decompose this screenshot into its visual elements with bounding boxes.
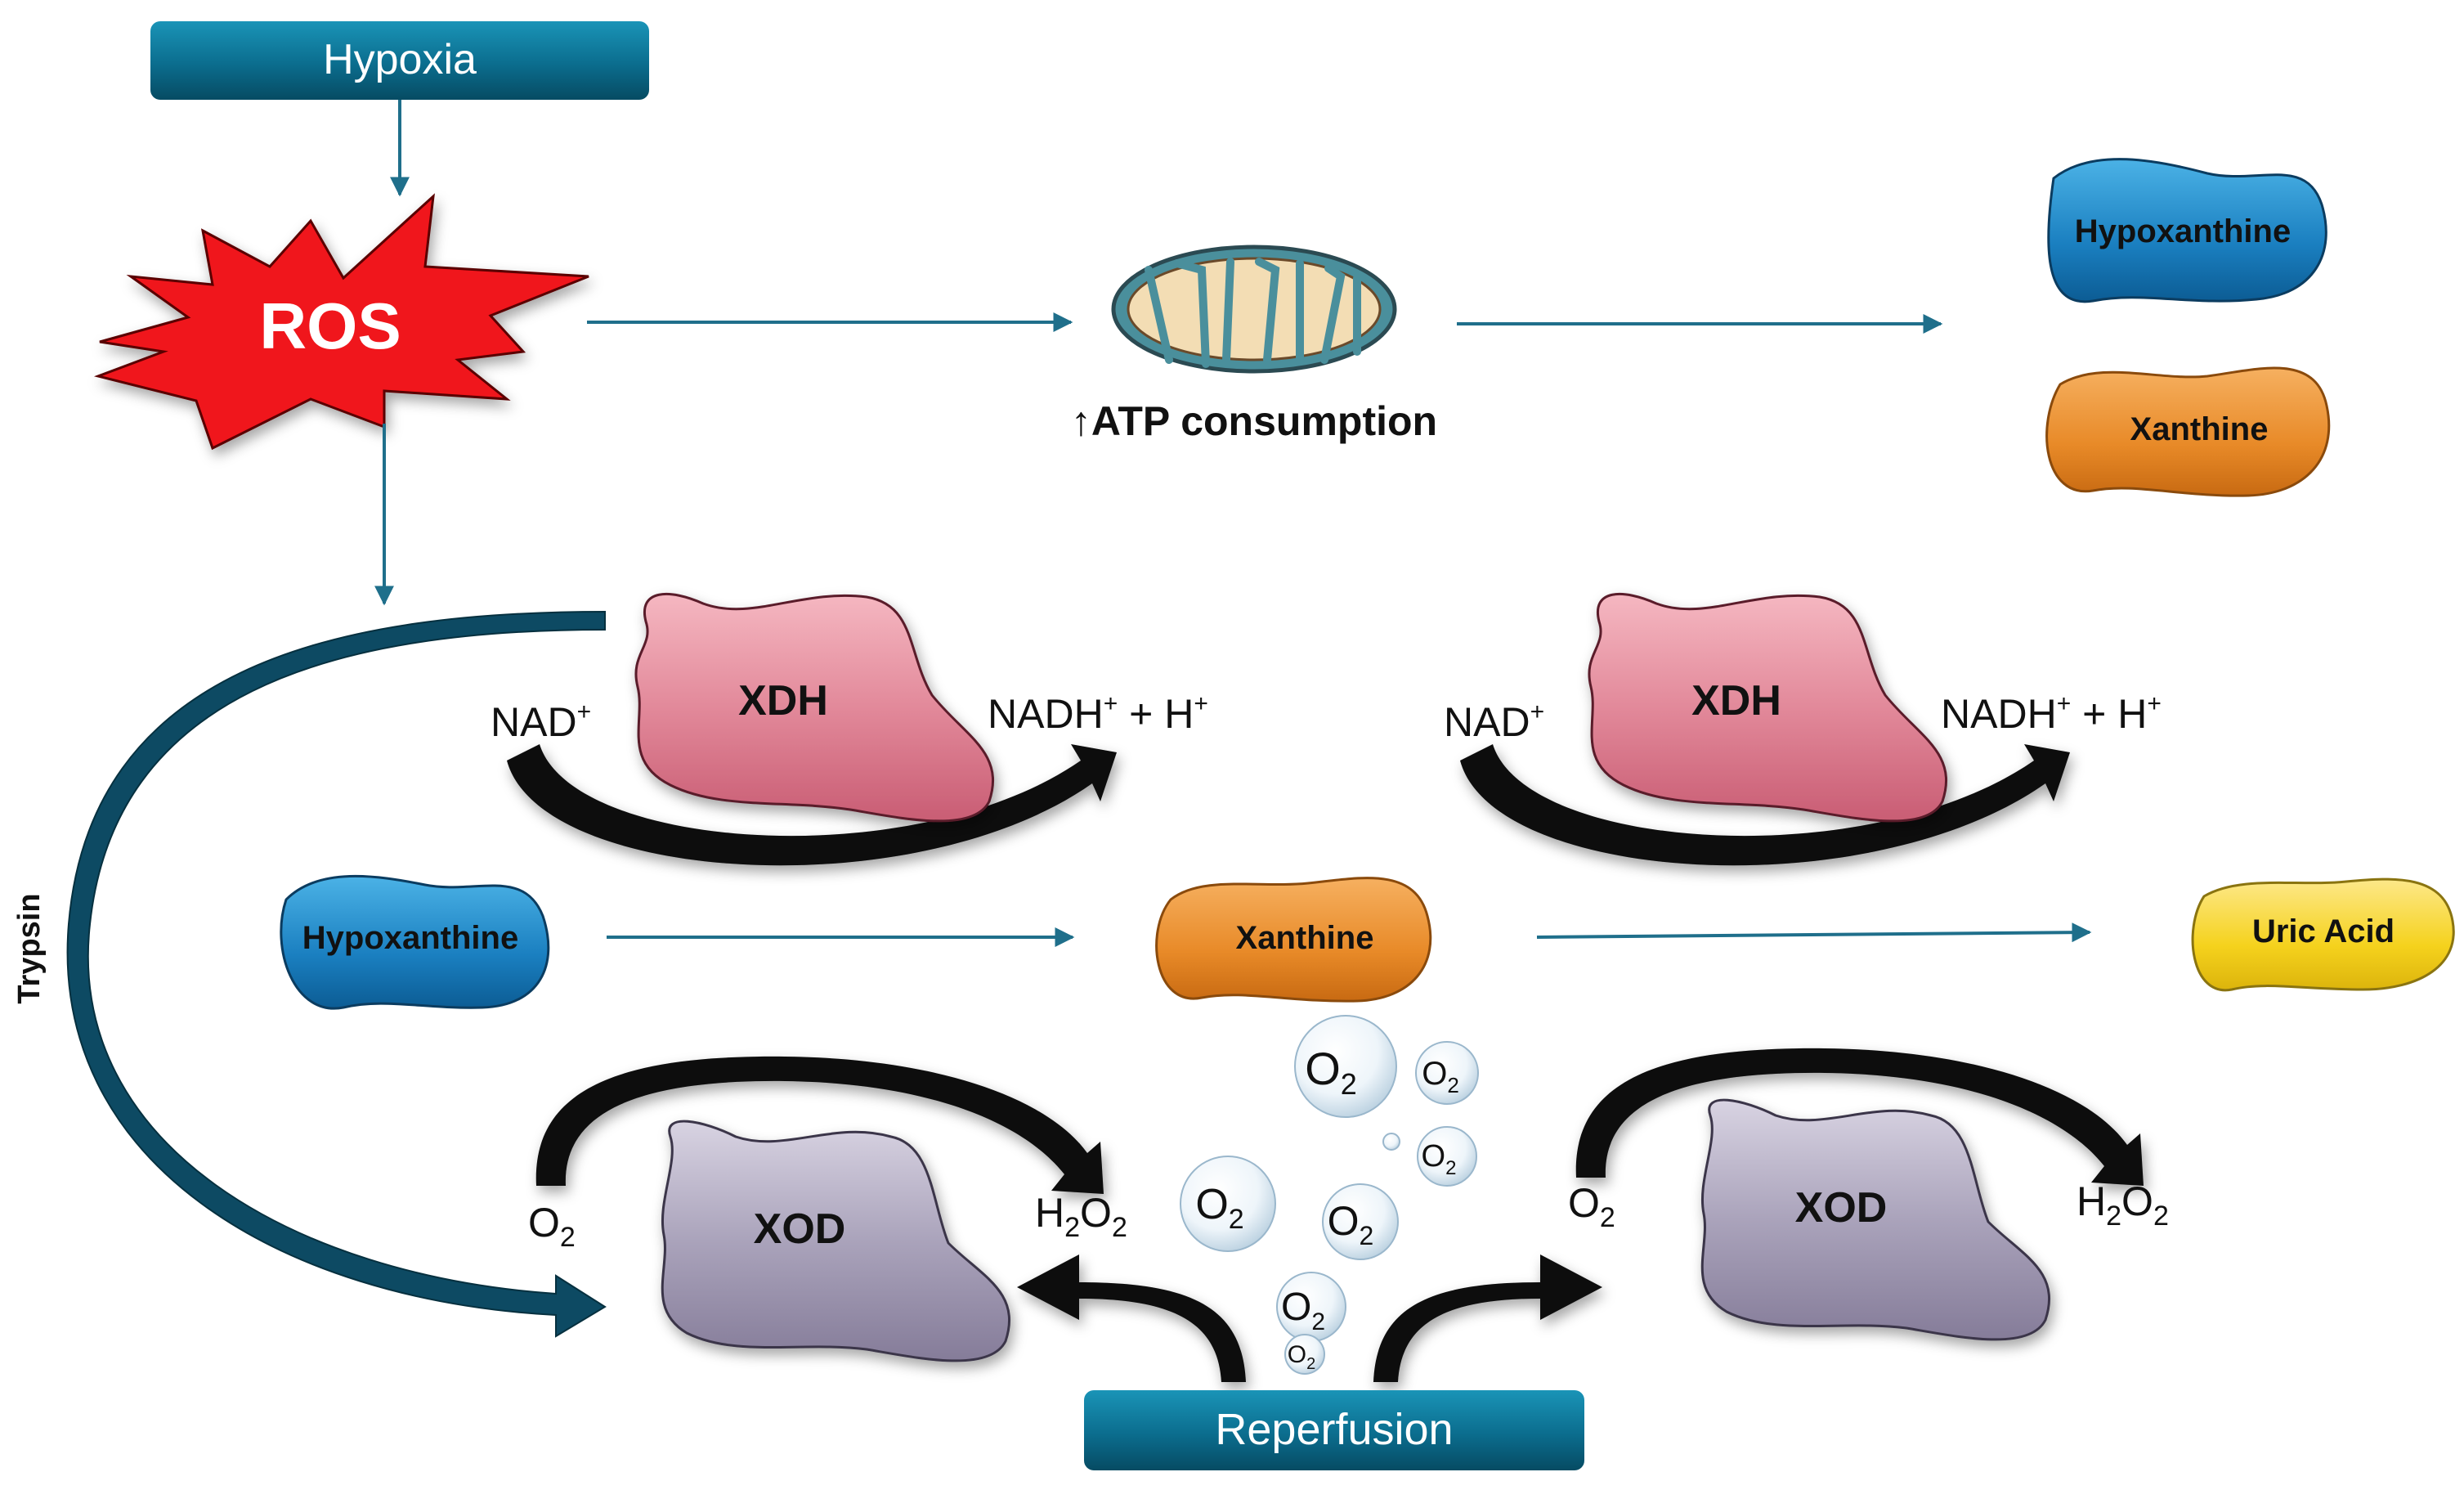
o2-bubble-2-o: O bbox=[1422, 1056, 1447, 1092]
xdh-left-label: XDH bbox=[738, 677, 828, 725]
o2-bubble-5-sub: 2 bbox=[1360, 1221, 1374, 1250]
nadh-right-label: NADH+ + H+ bbox=[1941, 690, 2162, 737]
nadh-right-sup2: + bbox=[2147, 690, 2162, 717]
trypsin-arc-arrow bbox=[66, 610, 607, 1338]
reperfusion-banner: Reperfusion bbox=[1084, 1390, 1584, 1470]
atp-consumption-label: ↑ATP consumption bbox=[1071, 398, 1437, 444]
xod-left-enzyme bbox=[661, 1120, 1011, 1362]
h2o2-right-sub2: 2 bbox=[2153, 1201, 2169, 1232]
o2-left-sub: 2 bbox=[560, 1222, 576, 1253]
o2-bubble-tiny bbox=[1382, 1133, 1400, 1151]
xod-right-o2-arrow bbox=[1575, 1048, 2144, 1186]
h2o2-right-h: H bbox=[2076, 1178, 2106, 1224]
o2-bubble-4-sub: 2 bbox=[1229, 1204, 1244, 1235]
svg-text:O2: O2 bbox=[1281, 1286, 1325, 1335]
nadh-left-sup2: + bbox=[1194, 690, 1208, 717]
xdh-right-label: XDH bbox=[1691, 677, 1781, 725]
xanthine-mid-blob: Xanthine bbox=[1155, 877, 1432, 1003]
svg-text:O2: O2 bbox=[1328, 1198, 1374, 1250]
nadh-left-base: NADH bbox=[988, 691, 1104, 737]
hypoxanthine-mid-blob: Hypoxanthine bbox=[280, 874, 550, 1010]
h2o2-right-o: O bbox=[2121, 1178, 2153, 1224]
nadh-left-sup1: + bbox=[1104, 690, 1118, 717]
ros-label: ROS bbox=[259, 289, 401, 362]
uric-acid-label: Uric Acid bbox=[2252, 913, 2395, 949]
xdh-right-cofactor-arrow bbox=[1460, 744, 2070, 866]
o2-bubble-7-o: O bbox=[1288, 1341, 1306, 1368]
o2-bubble-6: O2 bbox=[1276, 1272, 1346, 1342]
xanthine-top-blob: Xanthine bbox=[2045, 366, 2331, 497]
mitochondrion-icon bbox=[1111, 245, 1397, 374]
ros-burst bbox=[93, 193, 589, 451]
o2-bubble-5-o: O bbox=[1328, 1198, 1360, 1244]
xdh-left-cofactor-arrow bbox=[507, 744, 1117, 866]
hypoxanthine-mid-label: Hypoxanthine bbox=[302, 920, 518, 956]
h2o2-right-sub1: 2 bbox=[2106, 1201, 2121, 1232]
xod-left-o2-arrow bbox=[535, 1056, 1104, 1194]
o2-bubble-7: O2 bbox=[1284, 1334, 1325, 1375]
nad-right-label: NAD+ bbox=[1444, 698, 1544, 745]
reperfusion-right-arrow bbox=[1373, 1254, 1602, 1382]
o2-left-base: O bbox=[528, 1200, 560, 1245]
nadh-right-sup1: + bbox=[2057, 690, 2072, 717]
o2-bubble-2: O2 bbox=[1415, 1041, 1479, 1105]
svg-text:O2: O2 bbox=[1422, 1056, 1459, 1097]
o2-bubble-1: O2 bbox=[1294, 1015, 1397, 1118]
h2o2-left-h: H bbox=[1035, 1190, 1064, 1236]
xanthine-top-label: Xanthine bbox=[2130, 411, 2269, 447]
h2o2-left-sub2: 2 bbox=[1112, 1212, 1127, 1243]
o2-bubble-6-o: O bbox=[1281, 1286, 1311, 1329]
nadh-right-plus-h: + H bbox=[2071, 691, 2147, 737]
svg-text:O2: O2 bbox=[1422, 1139, 1457, 1179]
reperfusion-left-arrow bbox=[1017, 1254, 1246, 1382]
o2-bubble-2-sub: 2 bbox=[1447, 1073, 1458, 1097]
o2-bubble-4-o: O bbox=[1195, 1181, 1228, 1228]
o2-bubble-5: O2 bbox=[1322, 1183, 1399, 1260]
nadh-left-plus-h: + H bbox=[1118, 691, 1194, 737]
o2-bubble-7-sub: 2 bbox=[1306, 1355, 1315, 1373]
uric-acid-blob: Uric Acid bbox=[2191, 877, 2455, 992]
o2-bubble-6-sub: 2 bbox=[1311, 1308, 1325, 1335]
h2o2-left-sub1: 2 bbox=[1064, 1212, 1080, 1243]
trypsin-label: Trypsin bbox=[12, 893, 47, 1003]
h2o2-left-label: H2O2 bbox=[1035, 1190, 1127, 1243]
o2-bubble-1-o: O bbox=[1305, 1043, 1341, 1094]
nad-left-label: NAD+ bbox=[491, 698, 591, 745]
xdh-left-enzyme bbox=[634, 592, 995, 823]
o2-bubble-3-o: O bbox=[1422, 1139, 1446, 1174]
o2-left-label: O2 bbox=[528, 1200, 576, 1253]
svg-text:O2: O2 bbox=[1305, 1043, 1357, 1101]
o2-bubble-3-sub: 2 bbox=[1445, 1157, 1456, 1179]
xod-right-enzyme bbox=[1700, 1098, 2051, 1341]
o2-bubble-4: O2 bbox=[1180, 1156, 1276, 1252]
nad-right-base: NAD bbox=[1444, 699, 1530, 745]
xanthine-mid-label: Xanthine bbox=[1236, 920, 1374, 956]
xod-left-label: XOD bbox=[754, 1205, 846, 1253]
nad-left-sup: + bbox=[577, 698, 592, 725]
hypoxanthine-top-blob: Hypoxanthine bbox=[2047, 158, 2327, 303]
nadh-right-base: NADH bbox=[1941, 691, 2057, 737]
svg-text:O2: O2 bbox=[1288, 1341, 1315, 1373]
o2-right-sub: 2 bbox=[1600, 1202, 1615, 1233]
hypoxia-label: Hypoxia bbox=[323, 36, 477, 83]
o2-bubble-1-sub: 2 bbox=[1341, 1067, 1357, 1101]
xod-right-label: XOD bbox=[1795, 1184, 1888, 1232]
o2-bubble-3: O2 bbox=[1417, 1126, 1477, 1187]
h2o2-right-label: H2O2 bbox=[2076, 1178, 2169, 1232]
nadh-left-label: NADH+ + H+ bbox=[988, 690, 1208, 737]
o2-right-base: O bbox=[1568, 1180, 1600, 1226]
hypoxia-banner: Hypoxia bbox=[150, 21, 649, 100]
xdh-right-enzyme bbox=[1588, 592, 1948, 823]
o2-right-label: O2 bbox=[1568, 1180, 1615, 1233]
nad-right-sup: + bbox=[1530, 698, 1545, 725]
hypoxanthine-top-label: Hypoxanthine bbox=[2075, 213, 2291, 249]
oxygen-bubbles: O2 O2 O2 O2 O2 O2 O2 bbox=[1180, 1015, 1479, 1375]
h2o2-left-o: O bbox=[1080, 1190, 1112, 1236]
xanthine-to-uric-arrow bbox=[1536, 922, 2092, 943]
nad-left-base: NAD bbox=[491, 699, 577, 745]
reperfusion-label: Reperfusion bbox=[1215, 1405, 1453, 1454]
svg-text:O2: O2 bbox=[1195, 1181, 1243, 1235]
